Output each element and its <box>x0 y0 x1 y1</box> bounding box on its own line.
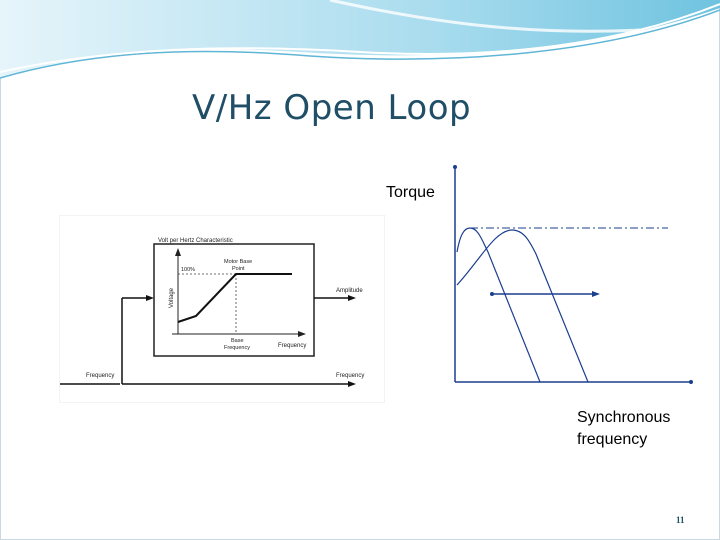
vhz-output-label: Frequency <box>336 373 364 379</box>
torque-curve-1 <box>456 227 541 383</box>
slide-title: V/Hz Open Loop <box>192 88 472 128</box>
vhz-percent-label: 100% <box>181 267 195 273</box>
torque-axis-label: Torque <box>386 184 435 201</box>
torque-curve-2 <box>456 229 589 383</box>
vhz-x-axis-label: Frequency <box>278 343 306 349</box>
vhz-base-point-label-2: Point <box>232 266 245 272</box>
header-swoosh <box>0 0 720 79</box>
vhz-y-axis-label: Voltage <box>169 287 175 308</box>
slide-page-number: 11 <box>676 515 685 525</box>
vhz-input-label: Frequency <box>86 373 114 379</box>
vhz-panel-title: Volt per Hertz Characteristic <box>158 238 233 244</box>
vhz-panel <box>153 243 315 357</box>
vhz-characteristic-curve <box>177 273 292 323</box>
vhz-base-freq-label-2: Frequency <box>224 345 250 351</box>
vhz-characteristic-figure: Volt per Hertz Characteristic Voltage Fr… <box>60 216 384 402</box>
vhz-amplitude-label: Amplitude <box>336 288 363 294</box>
torque-frequency-graph <box>453 165 693 384</box>
synchronous-frequency-label: Synchronous frequency <box>577 409 671 448</box>
vhz-base-freq-label-1: Base <box>231 338 244 344</box>
vhz-base-point-label-1: Motor Base <box>224 259 252 265</box>
